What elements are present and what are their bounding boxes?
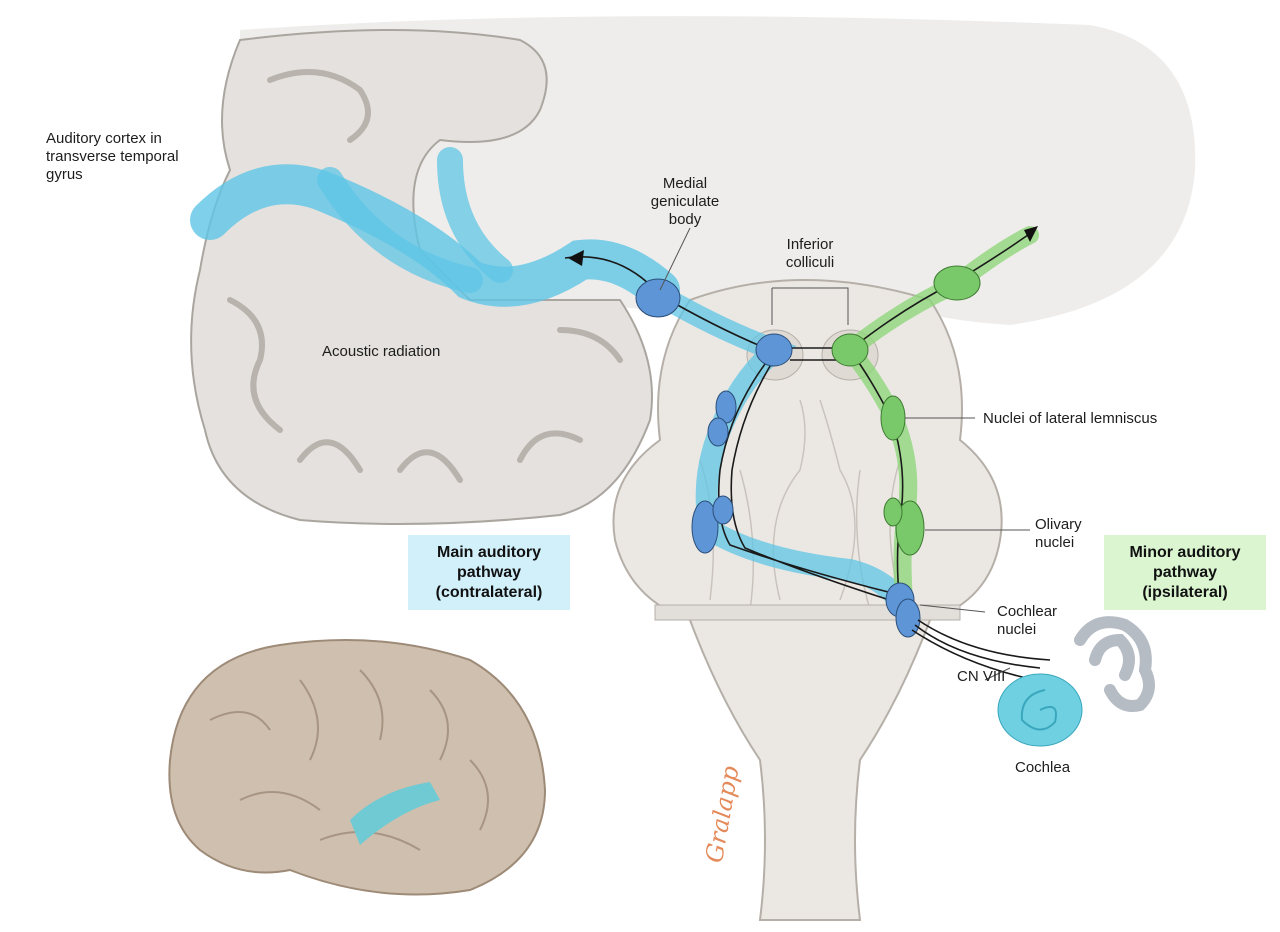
ascending-green-nucleus (933, 265, 981, 301)
main-pathway-tract (649, 284, 916, 621)
colliculi-commissure (790, 347, 838, 361)
label-auditory-cortex: Auditory cortex in transverse temporal g… (46, 130, 179, 183)
label-medial-geniculate: Medial geniculate body (650, 175, 720, 228)
auditory-cortex-highlight (350, 782, 440, 845)
olivary-nucleus-right-2 (883, 497, 903, 527)
olivary-nucleus-left-1 (691, 500, 719, 554)
medial-geniculate-nucleus (635, 278, 681, 318)
inferior-colliculus-nucleus-left (755, 333, 793, 367)
acoustic-radiation-arrowhead (568, 250, 584, 266)
label-acoustic-radiation: Acoustic radiation (322, 343, 441, 360)
leader-lines (659, 227, 1030, 681)
semicircular-canals (1074, 616, 1155, 712)
sulcus-lines (227, 69, 623, 483)
brainstem (612, 279, 1003, 921)
label-cn-viii: CN VIII (957, 668, 1006, 685)
olivary-nucleus-right-1 (895, 500, 925, 556)
lateral-lemniscus-nucleus-right (880, 395, 906, 441)
label-cochlear-nuclei: Cochlear nuclei (997, 603, 1058, 638)
label-inferior-colliculi: Inferior colliculi (785, 236, 835, 271)
lateral-brain (168, 639, 547, 896)
inferior-colliculus-nucleus-right (831, 333, 869, 367)
olivary-nucleus-left-2 (712, 495, 734, 525)
label-cochlea: Cochlea (1015, 759, 1071, 776)
label-nuclei-lateral-lemniscus: Nuclei of lateral lemniscus (983, 410, 1158, 427)
lateral-lemniscus-nucleus-left-2 (707, 417, 729, 447)
legend-main-pathway: Main auditory pathway (contralateral) (408, 535, 570, 610)
pons-ridge (654, 604, 961, 621)
label-olivary-nuclei: Olivary nuclei (1035, 516, 1082, 551)
lateral-brain-gyri (209, 669, 489, 851)
cn-viii-nerve (911, 619, 1051, 681)
acoustic-radiation-branch (317, 147, 513, 293)
minor-pathway-arrowhead (1024, 226, 1038, 242)
cochlea-spiral (1020, 689, 1057, 731)
cochlear-nucleus-2 (895, 598, 921, 638)
legend-minor-pathway: Minor auditory pathway (ipsilateral) (1104, 535, 1266, 610)
